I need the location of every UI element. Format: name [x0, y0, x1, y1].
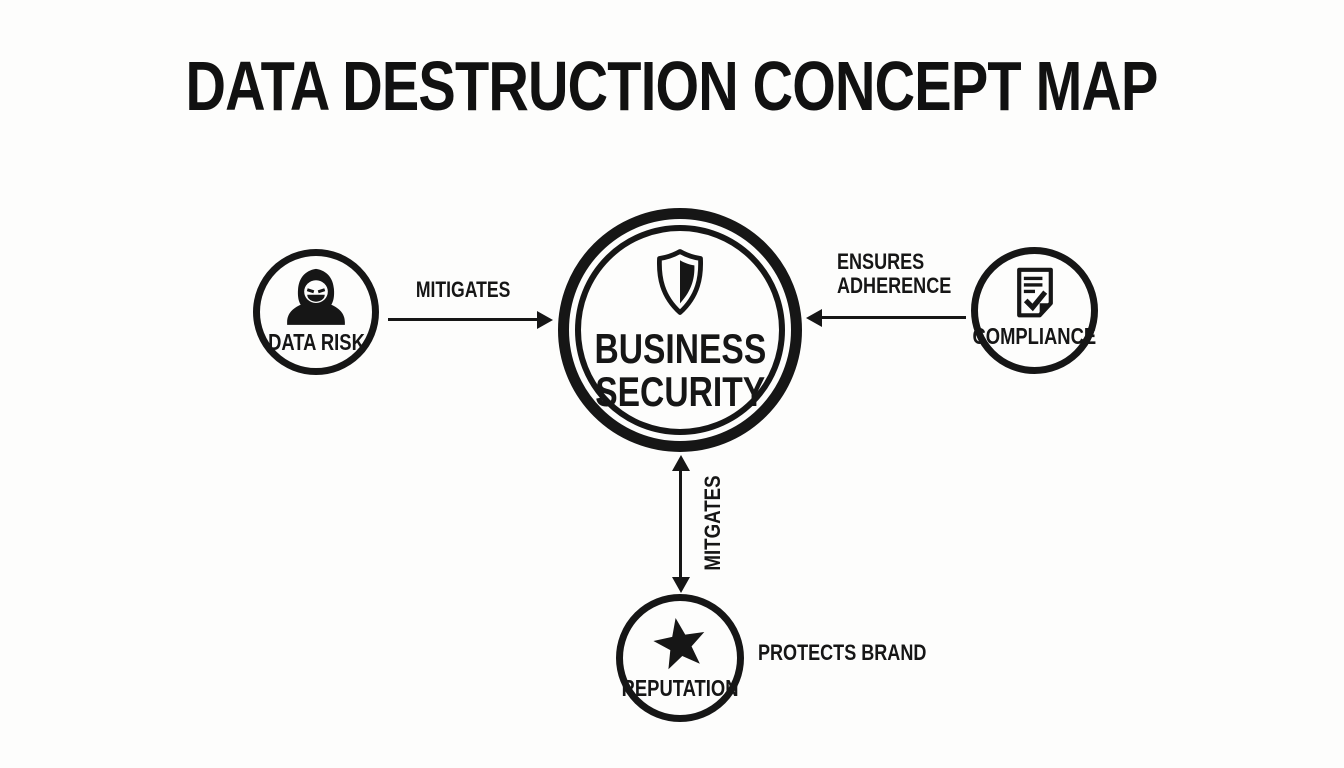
center-label-line2: SECURITY: [595, 367, 765, 415]
node-data-risk-label: DATA RISK: [267, 328, 365, 355]
annotation-protects-brand: PROTECTS BRAND: [758, 640, 927, 665]
edge-ensures-label-wrap: ENSURES ADHERENCE: [837, 250, 976, 298]
arrowhead-down-icon: [671, 577, 690, 593]
compliance-document-icon: [1014, 267, 1056, 324]
edge-ensures-label-line2: ADHERENCE: [837, 273, 952, 298]
edge-mitigates-line: [388, 318, 538, 321]
edge-mitgates-label: MITGATES: [700, 475, 725, 571]
shield-half-icon: [652, 248, 708, 321]
arrowhead-up-icon: [671, 455, 690, 471]
edge-mitigates-label-wrap: MITIGATES: [388, 278, 538, 302]
star-icon: [651, 615, 709, 676]
page-title-row: DATA DESTRUCTION CONCEPT MAP: [0, 46, 1344, 126]
node-business-security: BUSINESS SECURITY: [558, 208, 802, 452]
arrowhead-left-icon: [806, 308, 822, 327]
node-data-risk: DATA RISK: [253, 249, 379, 375]
hacker-icon: [281, 267, 351, 330]
inner-ring: [575, 225, 785, 435]
annotation-protects-brand-wrap: PROTECTS BRAND: [758, 640, 963, 666]
node-reputation-label: REPUTATION: [621, 674, 739, 701]
arrowhead-right-icon: [537, 310, 553, 329]
edge-mitgates-line: [679, 470, 682, 578]
edge-mitigates-label: MITIGATES: [415, 277, 511, 302]
node-compliance-label: COMPLIANCE: [972, 323, 1097, 349]
center-label-line1: BUSINESS: [594, 324, 766, 372]
edge-ensures-line: [822, 316, 966, 319]
node-compliance: COMPLIANCE: [971, 247, 1098, 374]
edge-ensures-label-line1: ENSURES: [837, 249, 925, 274]
node-reputation: REPUTATION: [616, 594, 744, 722]
page-title: DATA DESTRUCTION CONCEPT MAP: [185, 47, 1159, 125]
